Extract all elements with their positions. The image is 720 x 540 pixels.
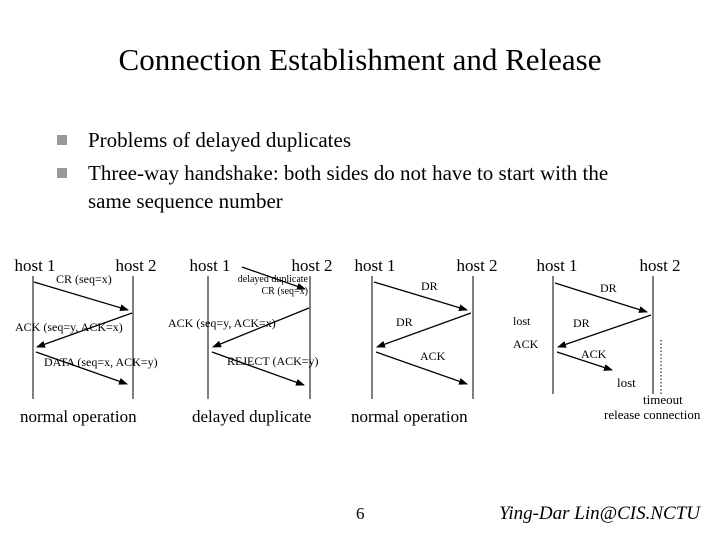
message-label-ack: ACK (420, 349, 446, 363)
message-label-ack: ACK (seq=y, ACK=x) (168, 316, 276, 330)
d3-arrow-ack (375, 351, 468, 385)
message-label-data: DATA (seq=x, ACK=y) (44, 355, 158, 369)
message-label-reject: REJECT (ACK=y) (227, 354, 319, 368)
note-timeout: timeout (643, 392, 683, 407)
message-label-delayed-duplicate: delayed duplicate (237, 274, 308, 285)
attribution-text: Ying-Dar Lin@CIS.NCTU (499, 503, 700, 524)
bullet-text: Problems of delayed duplicates (88, 128, 352, 152)
d3-arrow-dr1 (373, 281, 468, 312)
square-bullet-icon (57, 135, 67, 145)
message-label-dr1: DR (421, 279, 438, 293)
message-label-cr: CR (seq=x) (56, 272, 112, 286)
message-label-dr2: DR (396, 315, 413, 329)
bullet-text: Three-way handshake: both sides do not h… (88, 161, 609, 213)
page-number: 6 (356, 504, 365, 523)
note-release-connection: release connection (604, 407, 701, 422)
host1-label: host 1 (536, 256, 578, 275)
d2-arrow-reject (211, 351, 305, 386)
bullet-item: Problems of delayed duplicates (57, 126, 643, 154)
d2-arrow-delayed-cr (241, 266, 306, 290)
d4-arrow-dr2 (557, 314, 652, 348)
bullet-item: Three-way handshake: both sides do not h… (57, 159, 643, 215)
host1-label: host 1 (354, 256, 396, 275)
note-ack-left: ACK (513, 337, 539, 351)
slide-title: Connection Establishment and Release (118, 42, 602, 77)
d2-arrow-ack (212, 307, 310, 348)
message-label-ack: ACK (seq=y, ACK=x) (15, 320, 123, 334)
message-label-cr: CR (seq=x) (261, 286, 308, 297)
message-label-ack: ACK (581, 347, 607, 361)
note-lost-left: lost (513, 314, 531, 328)
host2-label: host 2 (115, 256, 157, 275)
d1-arrow-data (35, 351, 128, 385)
host1-label: host 1 (14, 256, 56, 275)
d1-arrow-ack (36, 312, 133, 348)
host2-label: host 2 (639, 256, 681, 275)
d4-arrow-ack-lost (556, 351, 613, 371)
message-label-dr2: DR (573, 316, 590, 330)
bullet-list: Problems of delayed duplicates Three-way… (57, 126, 643, 220)
message-label-dr1: DR (600, 281, 617, 295)
host2-label: host 2 (456, 256, 498, 275)
host1-label: host 1 (189, 256, 231, 275)
diagram-caption: delayed duplicate (192, 407, 312, 426)
note-lost-bottom: lost (617, 375, 636, 390)
square-bullet-icon (57, 168, 67, 178)
d4-arrow-dr1 (554, 282, 648, 313)
diagram-caption: normal operation (20, 407, 137, 426)
host2-label: host 2 (291, 256, 333, 275)
d1-arrow-cr (33, 281, 129, 312)
diagram-caption: normal operation (351, 407, 468, 426)
d3-arrow-dr2 (376, 312, 472, 348)
